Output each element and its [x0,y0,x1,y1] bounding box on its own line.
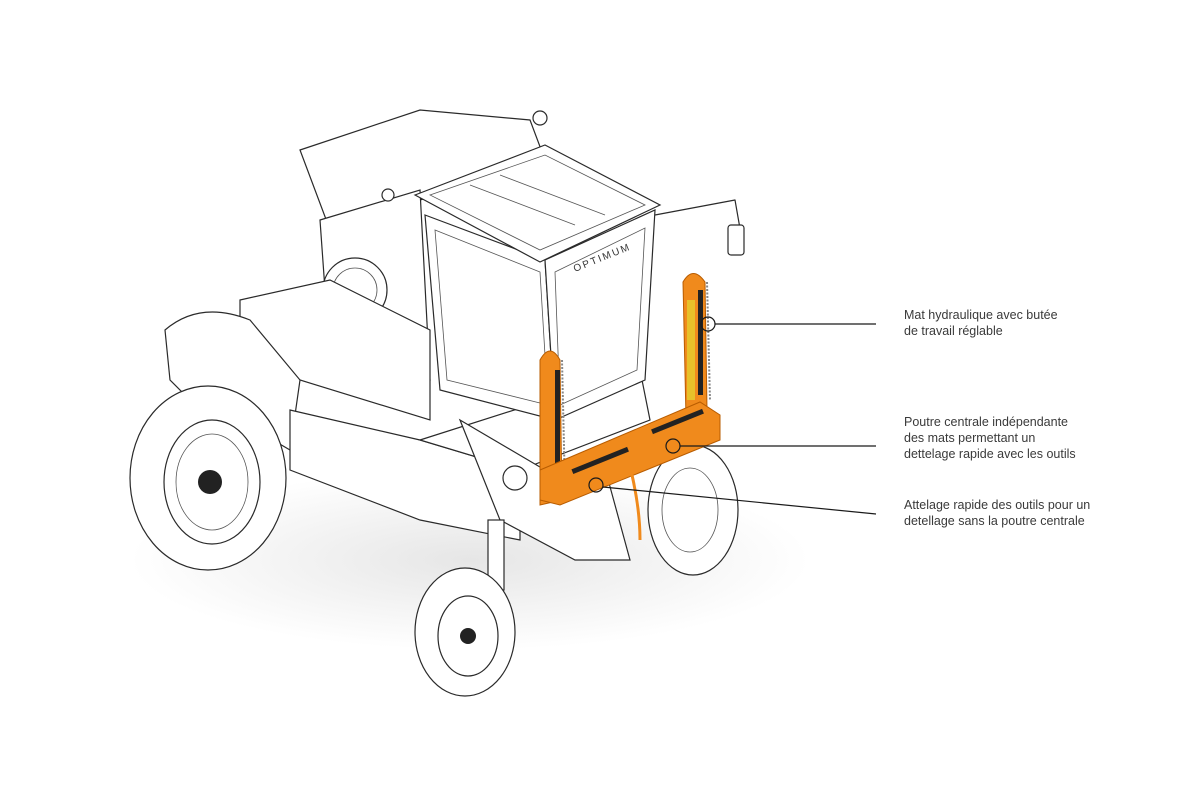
annotation-hydraulic-mast: Mat hydraulique avec butée de travail ré… [904,307,1058,339]
annotation-line: Attelage rapide des outils pour un [904,498,1091,512]
annotation-line: de travail réglable [904,324,1003,338]
annotation-line: detellage sans la poutre centrale [904,514,1085,528]
annotation-line: Mat hydraulique avec butée [904,308,1058,322]
annotation-line: dettelage rapide avec les outils [904,447,1076,461]
tractor-body [164,109,745,591]
hydraulic-mast-assembly [539,273,721,541]
callout-mast [700,316,876,332]
annotation-quick-hitch: Attelage rapide des outils pour un detel… [904,497,1090,529]
annotation-line: des mats permettant un [904,431,1036,445]
rear-left-wheel [129,385,287,571]
callout-central-beam [665,438,876,454]
callout-quick-hitch [588,477,877,515]
annotation-line: Poutre centrale indépendante [904,415,1069,429]
front-wheel [414,567,516,697]
rear-right-wheel [647,444,739,576]
annotation-central-beam: Poutre centrale indépendante des mats pe… [904,414,1076,462]
